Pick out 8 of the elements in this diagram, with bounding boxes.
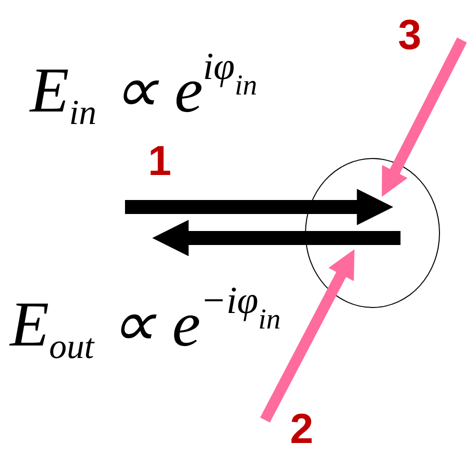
number-label: 2 [290, 408, 314, 450]
light-beam-arrow [260, 249, 354, 423]
beam-arrow [125, 188, 394, 226]
number-label: 1 [148, 140, 172, 182]
light-beam-arrow [382, 38, 467, 197]
number-label: 3 [398, 14, 422, 56]
circle-outline [305, 158, 440, 308]
beam-arrow [152, 220, 400, 256]
